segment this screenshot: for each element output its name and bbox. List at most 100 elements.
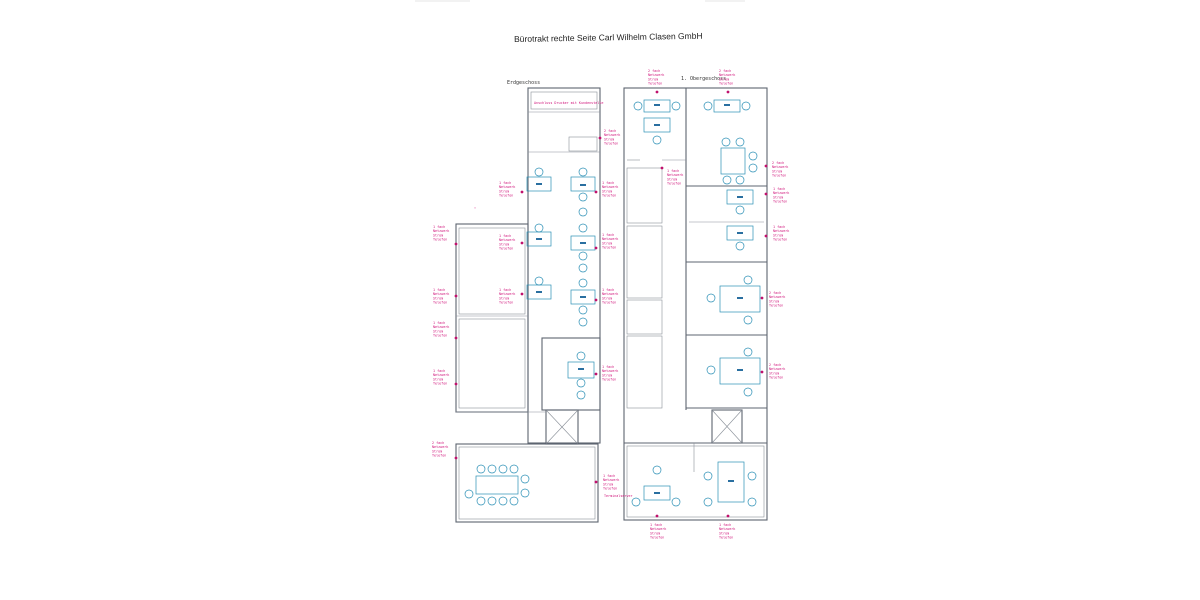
outlet-label-line: 1 fach	[773, 187, 785, 191]
outlet-label-line: 1 fach	[499, 234, 511, 238]
outlet-label-line: Telefon	[769, 376, 783, 380]
outlet-label-line: Netzwerk	[604, 133, 620, 137]
outlet-label-line: Strom	[648, 77, 658, 81]
terminal-server-label: Terminalserver	[604, 494, 633, 498]
outlet-label-line: 1 fach	[602, 365, 614, 369]
outlet-label-line: 1 fach	[602, 233, 614, 237]
outlet-label-line: 1 fach	[667, 169, 679, 173]
outlet-label-line: Strom	[769, 371, 779, 375]
outlet-label-line: Telefon	[769, 304, 783, 308]
outlet-label-line: Netzwerk	[499, 185, 515, 189]
outlet-label-line: Telefon	[719, 82, 733, 86]
outlet-marker	[454, 294, 458, 298]
outlet-label-line: 1 fach	[433, 288, 445, 292]
outlet-label-line: Telefon	[773, 200, 787, 204]
outlet-label-line: Strom	[499, 242, 509, 246]
outlet-label-line: 1 fach	[433, 369, 445, 373]
outlet-label-line: Telefon	[433, 301, 447, 305]
outlet-label-line: Strom	[769, 299, 779, 303]
outlet-label-line: Telefon	[772, 174, 786, 178]
outlet-marker	[655, 514, 659, 518]
outlet-marker	[520, 241, 524, 245]
outlet-label-line: Netzwerk	[499, 238, 515, 242]
outlet-marker	[598, 136, 602, 140]
outlet-marker	[726, 90, 730, 94]
outlet-label-line: 1 fach	[499, 288, 511, 292]
outlet-label-line: Netzwerk	[667, 173, 683, 177]
outlet-label-line: 1 fach	[433, 321, 445, 325]
outlet-label-line: Telefon	[650, 536, 664, 540]
outlet-label-line: 1 fach	[499, 181, 511, 185]
outlet-marker	[764, 192, 768, 196]
outlet-marker	[760, 370, 764, 374]
outlet-marker	[764, 164, 768, 168]
outlet-label-line: Telefon	[499, 247, 513, 251]
outlet-marker	[594, 298, 598, 302]
outlet-label-line: Telefon	[667, 182, 681, 186]
outlet-label-line: 1 fach	[433, 225, 445, 229]
stair-note: Anschluss Drucker mit Kundenstelle	[534, 101, 603, 105]
outlet-label-line: Strom	[602, 241, 612, 245]
outlet-label-line: 2 fach	[769, 291, 781, 295]
outlet-marker	[454, 336, 458, 340]
outlet-label-line: Netzwerk	[650, 527, 666, 531]
outlet-marker	[594, 480, 598, 484]
outlet-label-line: Strom	[433, 377, 443, 381]
outlet-label-line: Strom	[667, 177, 677, 181]
outlet-label-line: Netzwerk	[602, 185, 618, 189]
outlet-label-line: Netzwerk	[719, 527, 735, 531]
outlet-label-line: Telefon	[432, 454, 446, 458]
outlet-label-line: Strom	[433, 233, 443, 237]
outlet-label-line: 1 fach	[719, 523, 731, 527]
misc-mark: °	[474, 207, 476, 211]
outlet-label-line: Strom	[650, 531, 660, 535]
outlet-label-line: Netzwerk	[602, 292, 618, 296]
outlet-label-line: Netzwerk	[602, 369, 618, 373]
outlet-label-line: Strom	[432, 449, 442, 453]
outlet-label-line: Strom	[603, 482, 613, 486]
outlet-label-line: Telefon	[602, 378, 616, 382]
outlet-label-line: Strom	[773, 233, 783, 237]
outlet-label-line: 1 fach	[773, 225, 785, 229]
outlet-marker	[454, 242, 458, 246]
outlet-label-line: Netzwerk	[433, 325, 449, 329]
outlet-marker	[655, 90, 659, 94]
outlet-label-line: 2 fach	[648, 69, 660, 73]
outlet-label-line: Netzwerk	[602, 237, 618, 241]
outlet-label-line: Netzwerk	[769, 367, 785, 371]
outlet-label-line: Strom	[433, 296, 443, 300]
outlet-label-line: Strom	[773, 195, 783, 199]
outlet-marker	[764, 234, 768, 238]
outlet-label-line: 1 fach	[602, 181, 614, 185]
outlet-label-line: Telefon	[773, 238, 787, 242]
outlet-marker	[454, 456, 458, 460]
outlet-label-line: Netzwerk	[499, 292, 515, 296]
outlet-label-line: Strom	[772, 169, 782, 173]
outlet-marker	[520, 292, 524, 296]
outlet-label-line: Telefon	[433, 382, 447, 386]
outlet-label-line: 1 fach	[650, 523, 662, 527]
outlet-label-line: Telefon	[433, 334, 447, 338]
outlet-label-line: Netzwerk	[432, 445, 448, 449]
outlet-label-line: Netzwerk	[719, 73, 735, 77]
outlet-marker	[594, 190, 598, 194]
outlet-label-line: Telefon	[433, 238, 447, 242]
outlet-label-line: Strom	[499, 189, 509, 193]
outlet-label-line: 2 fach	[432, 441, 444, 445]
